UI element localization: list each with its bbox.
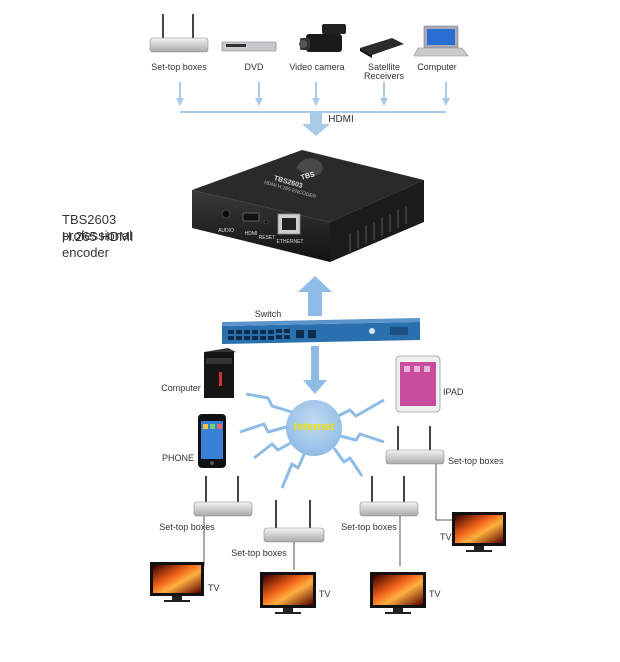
encoder-device xyxy=(192,150,424,262)
internet-cloud xyxy=(286,400,342,456)
tv-mid-right xyxy=(370,572,426,614)
stb-device-mid-right xyxy=(359,476,419,566)
port-hdmi-label: HDMI xyxy=(244,231,258,237)
port-reset-label: RESET xyxy=(258,235,276,241)
tv-left xyxy=(150,562,204,602)
label-stb-left: Set-top boxes xyxy=(159,522,215,532)
stb-device-right xyxy=(385,426,452,521)
port-ethernet-label: ETHERNET xyxy=(276,239,304,245)
video-camera-device xyxy=(299,24,346,52)
label-switch: Switch xyxy=(254,309,282,319)
computer-tower xyxy=(204,348,236,398)
lightning-links xyxy=(239,392,385,489)
label-tv-mid-left: TV xyxy=(319,589,331,599)
label-tv-mid-right: TV xyxy=(429,589,441,599)
dvd-device xyxy=(221,41,277,52)
label-internet: Internet xyxy=(293,421,335,433)
label-computer-top: Computer xyxy=(417,62,457,72)
port-audio-label: AUDIO xyxy=(218,228,234,234)
switch-to-internet-arrow xyxy=(303,346,327,394)
label-satellite-line1: Satellite xyxy=(367,62,401,72)
encoder-title-line1: TBS2603 professional xyxy=(62,212,133,243)
satellite-receiver-device xyxy=(360,38,404,58)
label-dvd: DVD xyxy=(244,62,264,72)
label-tv-left: TV xyxy=(208,583,220,593)
label-tv-right: TV xyxy=(440,532,452,542)
phone-device xyxy=(198,414,226,468)
tv-mid-left xyxy=(260,572,316,614)
stb-device-top xyxy=(149,14,209,53)
label-stb-mid-right: Set-top boxes xyxy=(341,522,397,532)
label-hdmi: HDMI xyxy=(328,114,354,125)
stb-device-mid-left xyxy=(263,500,325,570)
label-set-top-boxes-top: Set-top boxes xyxy=(151,62,207,72)
network-switch xyxy=(222,318,420,344)
tv-right xyxy=(452,512,506,552)
source-connectors xyxy=(176,82,450,113)
hdmi-arrow xyxy=(302,113,330,136)
label-phone: PHONE xyxy=(161,453,194,463)
label-ipad: IPAD xyxy=(443,387,464,397)
label-stb-mid-left: Set-top boxes xyxy=(231,548,287,558)
uplink-arrow xyxy=(298,276,332,316)
laptop-device xyxy=(413,25,469,57)
stb-device-left xyxy=(193,476,253,566)
label-satellite-line2: Receivers xyxy=(363,71,404,81)
label-computer-client: Computer xyxy=(161,383,201,393)
label-stb-right: Set-top boxes xyxy=(448,456,504,466)
label-video-camera: Video camera xyxy=(289,62,345,72)
encoder-title-line2: H.265 HDMI encoder xyxy=(62,229,134,260)
ipad-device xyxy=(395,355,441,413)
